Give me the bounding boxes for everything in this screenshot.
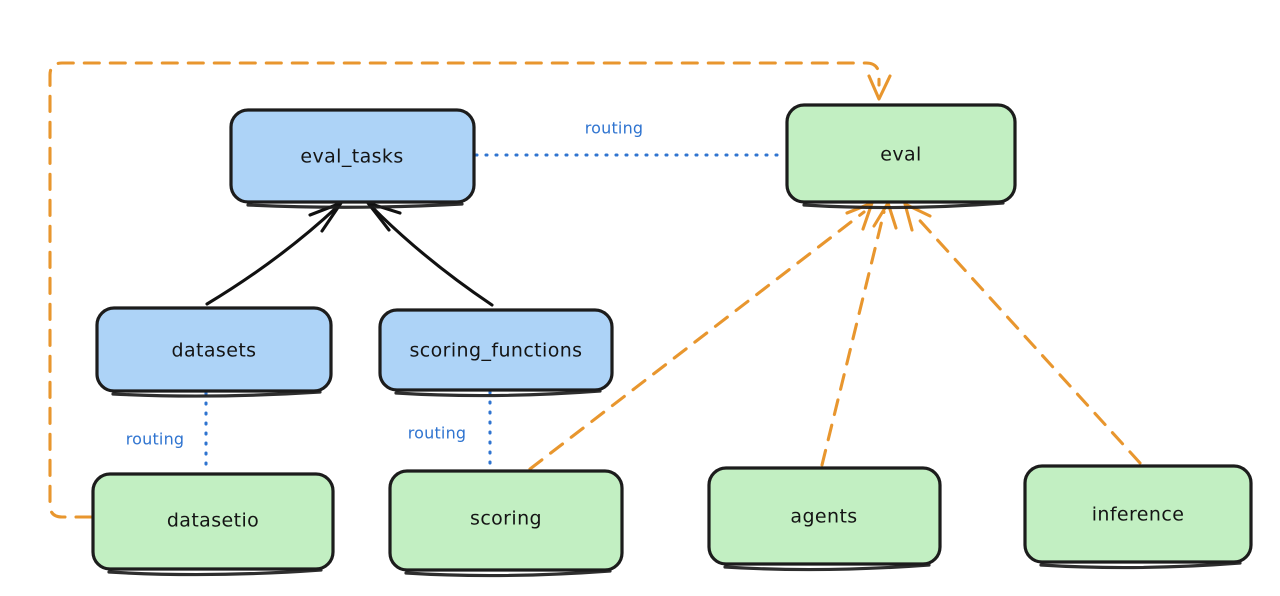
node-agents[interactable]: agents: [707, 466, 942, 572]
node-scoring-functions[interactable]: scoring_functions: [378, 308, 614, 398]
edge-datasets-eval-tasks[interactable]: [205, 201, 343, 306]
node-scoring-functions-shadow: [394, 389, 602, 398]
edge-scoring-functions-eval-tasks[interactable]: [366, 201, 494, 307]
edge-inference-eval-path: [911, 211, 1142, 465]
node-inference-label: inference: [1092, 504, 1185, 526]
edge-inference-eval-arrowhead: [903, 202, 932, 232]
edge-agents-eval[interactable]: [820, 201, 898, 467]
node-eval-tasks[interactable]: eval_tasks: [229, 108, 476, 209]
node-eval-tasks-label: eval_tasks: [300, 146, 403, 168]
node-scoring[interactable]: scoring: [388, 469, 624, 578]
node-datasets-shadow: [111, 390, 322, 398]
node-datasetio[interactable]: datasetio: [91, 472, 335, 577]
node-datasetio-label: datasetio: [167, 510, 259, 532]
node-eval-shape: [785, 103, 1017, 204]
node-eval-label: eval: [880, 144, 921, 166]
node-eval-shadow: [802, 201, 1005, 210]
node-eval-tasks-shape: [229, 108, 476, 204]
edge-datasetio-eval-arrowhead: [867, 74, 892, 101]
edge-scoring-functions-scoring[interactable]: routing: [408, 390, 492, 470]
node-agents-label: agents: [790, 506, 857, 528]
edge-agents-eval-path: [820, 210, 886, 467]
node-agents-shape: [707, 466, 942, 566]
edge-label-routing-scoringfn-scoring: routing: [408, 424, 467, 443]
edge-label-routing-eval-tasks-eval: routing: [585, 119, 644, 138]
edge-scoring-functions-eval-tasks-path: [370, 205, 494, 307]
node-inference-shadow: [1039, 561, 1242, 570]
node-datasets-label: datasets: [172, 340, 257, 362]
edge-datasets-eval-tasks-path: [205, 205, 339, 306]
node-inference[interactable]: inference: [1023, 464, 1253, 570]
node-scoring-shadow: [404, 569, 612, 578]
node-datasets[interactable]: datasets: [95, 306, 333, 398]
edge-eval-tasks-eval[interactable]: routing: [474, 119, 787, 157]
edge-datasetio-eval[interactable]: [48, 61, 892, 519]
node-scoring-functions-shape: [378, 308, 614, 392]
node-eval-tasks-shadow: [246, 202, 464, 209]
edge-datasetio-eval-path: [48, 61, 881, 519]
edge-scoring-eval-path: [528, 210, 866, 471]
node-scoring-functions-label: scoring_functions: [410, 340, 583, 362]
node-agents-shadow: [723, 563, 931, 572]
node-eval[interactable]: eval: [785, 103, 1017, 210]
node-inference-shape: [1023, 464, 1253, 564]
node-scoring-label: scoring: [470, 508, 542, 530]
node-datasets-shape: [95, 306, 333, 393]
edge-label-routing-datasets-datasetio: routing: [126, 430, 185, 449]
node-datasetio-shadow: [107, 568, 323, 577]
node-datasetio-shape: [91, 472, 335, 571]
edge-datasets-datasetio[interactable]: routing: [126, 391, 208, 472]
node-scoring-shape: [388, 469, 624, 572]
node-layer: eval_tasks eval datasets scoring_functio…: [91, 103, 1253, 578]
edge-inference-eval[interactable]: [903, 202, 1142, 465]
